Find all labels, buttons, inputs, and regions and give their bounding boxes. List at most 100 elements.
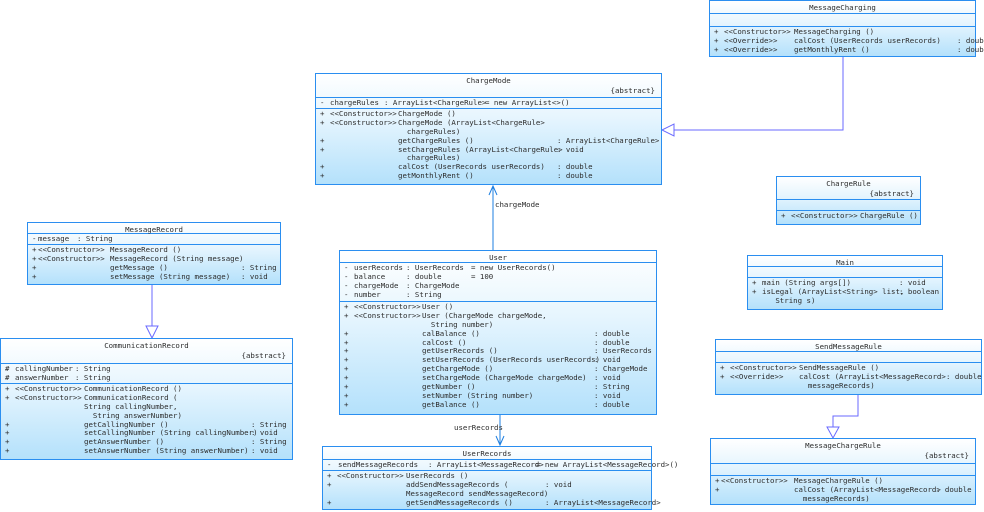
method-row[interactable]: +getChargeRules (): ArrayList<ChargeRule…: [316, 136, 661, 146]
return-type: : String: [251, 437, 287, 447]
attribute-row[interactable]: -userRecords: UserRecords= new UserRecor…: [340, 263, 656, 273]
attribute-row[interactable]: -balance: double= 100: [340, 272, 656, 282]
method-row[interactable]: +getBalance (): double: [340, 400, 656, 410]
class-message-charging[interactable]: MessageCharging +<<Constructor>>MessageCh…: [709, 0, 984, 57]
methods-section: +<<Constructor>>UserRecords ()+addSendMe…: [323, 471, 661, 508]
class-charge-rule[interactable]: ChargeRule{abstract} +<<Constructor>>Char…: [776, 176, 921, 225]
class-communication-record[interactable]: CommunicationRecord{abstract}#callingNum…: [0, 338, 293, 460]
attribute-type: : ArrayList<MessageRecord>: [428, 460, 544, 469]
method-row[interactable]: +isLegal (ArrayList<String> list,: boole…: [748, 287, 942, 297]
method-row[interactable]: +calCost (ArrayList<MessageRecord>: doub…: [711, 485, 975, 495]
stereotype: <<Constructor>>: [791, 211, 858, 220]
method-row[interactable]: +getMessage (): String: [28, 263, 280, 273]
method-row[interactable]: +<<Constructor>>MessageChargeRule (): [711, 476, 975, 486]
method-row[interactable]: +<<Constructor>>CommunicationRecord (): [1, 384, 292, 394]
abstract-tag: {abstract}: [924, 451, 970, 460]
method-row[interactable]: +getChargeMode (): ChargeMode: [340, 364, 656, 374]
method-row[interactable]: +getAnswerNumber (): String: [1, 437, 292, 447]
method-signature: MessageRecord sendMessageRecord): [406, 488, 549, 498]
association-user-userrecords[interactable]: [495, 415, 505, 447]
class-send-message-rule[interactable]: SendMessageRule +<<Constructor>>SendMessa…: [715, 339, 982, 395]
method-row[interactable]: +<<Constructor>>UserRecords (): [323, 471, 651, 481]
method-row[interactable]: +<<Constructor>>SendMessageRule (): [716, 363, 981, 373]
method-row[interactable]: +setNumber (String number): void: [340, 391, 656, 401]
method-row[interactable]: +calBalance (): double: [340, 329, 656, 339]
attribute-row[interactable]: #answerNumber: String: [1, 373, 292, 383]
attribute-default: = new UserRecords(): [471, 263, 556, 272]
method-row[interactable]: +setUserRecords (UserRecords userRecords…: [340, 355, 656, 365]
class-name[interactable]: ChargeRule: [826, 179, 871, 188]
class-name[interactable]: UserRecords: [462, 449, 512, 458]
class-user[interactable]: User-userRecords: UserRecords= new UserR…: [339, 250, 657, 415]
association-user-chargemode[interactable]: [488, 184, 498, 250]
class-user-records[interactable]: UserRecords -sendMessageRecords: ArrayLis…: [322, 446, 678, 510]
generalization-sendmessagerule-messagechargerule[interactable]: [826, 395, 859, 440]
method-row[interactable]: String s): [748, 295, 942, 306]
attribute-row[interactable]: #callingNumber: String: [1, 364, 292, 374]
class-charge-mode[interactable]: ChargeMode{abstract}-chargeRules: ArrayL…: [315, 73, 662, 185]
method-row[interactable]: chargeRules): [316, 154, 661, 163]
method-row[interactable]: String answerNumber): [1, 411, 292, 421]
method-signature: String s): [762, 295, 816, 305]
stereotype: <<Constructor>>: [38, 253, 105, 263]
visibility: +: [32, 271, 37, 281]
attribute-row[interactable]: -chargeMode: ChargeMode: [340, 281, 656, 291]
attribute-row[interactable]: -message: String: [28, 234, 280, 244]
method-row[interactable]: String number): [340, 320, 656, 330]
class-name[interactable]: SendMessageRule: [815, 342, 882, 351]
visibility: -: [320, 98, 325, 107]
method-row[interactable]: +<<Constructor>>User (ChargeMode chargeM…: [340, 311, 656, 321]
attribute-row[interactable]: -sendMessageRecords: ArrayList<MessageRe…: [323, 460, 678, 470]
class-name[interactable]: ChargeMode: [466, 76, 511, 85]
method-signature: getMonthlyRent (): [398, 171, 474, 181]
class-message-charge-rule[interactable]: MessageChargeRule {abstract} +<<Constructo…: [710, 438, 976, 505]
method-row[interactable]: +<<Constructor>>User (): [340, 302, 656, 312]
method-row[interactable]: messageRecords): [711, 494, 975, 504]
class-name[interactable]: Main: [836, 258, 854, 267]
method-row[interactable]: +<<Override>>calCost (UserRecords userRe…: [710, 36, 984, 46]
class-name[interactable]: MessageCharging: [809, 3, 876, 12]
method-row[interactable]: +<<Constructor>>MessageCharging (): [710, 27, 975, 37]
method-row[interactable]: +<<Constructor>>ChargeRule (): [777, 211, 920, 221]
method-row[interactable]: messageRecords): [716, 381, 981, 391]
method-row[interactable]: +main (String args[]): void: [748, 278, 942, 288]
method-row[interactable]: +getMonthlyRent (): double: [316, 171, 661, 181]
class-name[interactable]: User: [489, 253, 507, 262]
method-row[interactable]: +<<Constructor>>CommunicationRecord (: [1, 393, 292, 403]
method-row[interactable]: +addSendMessageRecords (: void: [323, 480, 651, 490]
method-row[interactable]: +getSendMessageRecords (): ArrayList<Mes…: [323, 498, 661, 508]
method-row[interactable]: +calCost (UserRecords userRecords): doub…: [316, 162, 661, 172]
class-name[interactable]: MessageRecord: [125, 225, 183, 234]
method-row[interactable]: +<<Constructor>>ChargeMode (): [316, 109, 661, 119]
generalization-messagerecord-communicationrecord[interactable]: [145, 285, 159, 340]
method-row[interactable]: +getUserRecords (): UserRecords: [340, 347, 656, 356]
method-row[interactable]: +setMessage (String message): void: [28, 271, 280, 282]
method-row[interactable]: +setCallingNumber (String callingNumber)…: [1, 429, 292, 438]
class-header: MessageCharging: [710, 1, 975, 14]
method-row[interactable]: String callingNumber,: [1, 402, 292, 412]
method-row[interactable]: +<<Constructor>>ChargeMode (ArrayList<Ch…: [316, 118, 661, 128]
method-row[interactable]: +<<Override>>getMonthlyRent (): double: [710, 45, 984, 55]
method-row[interactable]: +<<Constructor>>MessageRecord (): [28, 245, 280, 255]
generalization-messagecharging-chargemode[interactable]: [660, 56, 844, 137]
method-row[interactable]: MessageRecord sendMessageRecord): [323, 488, 651, 499]
method-row[interactable]: +setChargeRules (ArrayList<ChargeRule>: …: [316, 145, 661, 155]
class-name[interactable]: CommunicationRecord: [104, 341, 189, 350]
method-row[interactable]: +getNumber (): String: [340, 382, 656, 392]
method-row[interactable]: +<<Override>>calCost (ArrayList<MessageR…: [716, 372, 982, 382]
method-row[interactable]: +setAnswerNumber (String answerNumber): …: [1, 446, 292, 456]
method-row[interactable]: chargeRules): [316, 127, 661, 137]
class-main[interactable]: Main +main (String args[]): void+isLegal …: [747, 255, 943, 310]
method-row[interactable]: +setChargeMode (ChargeMode chargeMode): …: [340, 373, 656, 383]
method-row[interactable]: +<<Constructor>>MessageRecord (String me…: [28, 253, 280, 264]
class-name[interactable]: MessageChargeRule: [805, 441, 881, 450]
method-signature: ChargeRule (): [860, 211, 918, 220]
method-row[interactable]: +getCallingNumber (): String: [1, 420, 292, 430]
method-signature: UserRecords (): [406, 471, 469, 480]
attribute-row[interactable]: -chargeRules: ArrayList<ChargeRule>= new…: [316, 98, 661, 108]
visibility: -: [32, 234, 37, 243]
class-message-record[interactable]: MessageRecord-message: String+<<Construc…: [27, 222, 281, 285]
method-row[interactable]: +calCost (): double: [340, 338, 656, 348]
abstract-tag: {abstract}: [869, 189, 915, 198]
attribute-row[interactable]: -number: String: [340, 290, 656, 300]
